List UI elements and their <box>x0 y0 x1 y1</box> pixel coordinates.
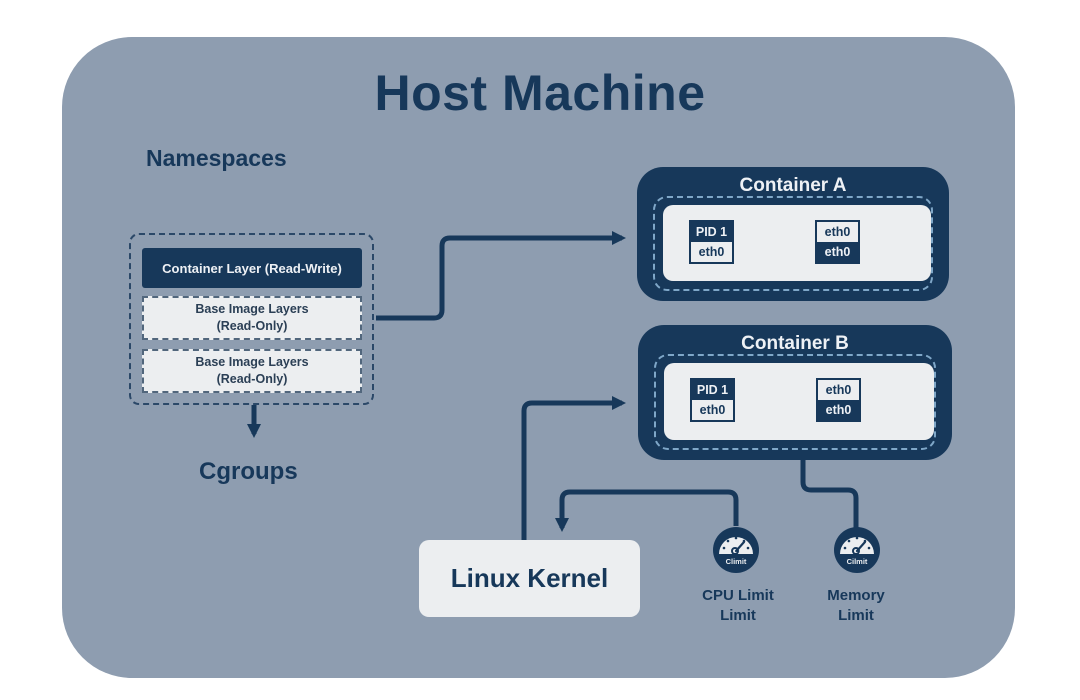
eth-label: eth0 <box>818 400 859 420</box>
namespace-boundary <box>654 354 936 450</box>
eth-label: eth0 <box>817 242 858 262</box>
image-layer-stack <box>129 233 374 405</box>
base-layer-mode: (Read-Only) <box>216 319 288 333</box>
eth-interface-box: eth0 eth0 <box>816 378 861 422</box>
pid-label: PID 1 <box>691 222 732 242</box>
diagram-title: Host Machine <box>374 65 706 121</box>
cgroups-label: Cgroups <box>199 458 298 485</box>
cpu-gauge-icon: Climit <box>713 527 759 573</box>
pid-label: PID 1 <box>692 380 733 400</box>
line-container-b-to-memory <box>800 460 859 528</box>
arrow-cpu-to-kernel <box>555 489 739 532</box>
container-a: Container A PID 1 eth0 eth0 eth0 <box>637 167 949 301</box>
base-image-layer: Base Image Layers (Read-Only) <box>142 296 362 340</box>
cpu-gauge-dial-text: Climit <box>726 557 747 566</box>
base-layer-mode: (Read-Only) <box>216 372 288 386</box>
pid-interface-box: PID 1 eth0 <box>690 378 735 422</box>
arrow-layers-to-container-a <box>376 231 626 321</box>
base-image-layer: Base Image Layers (Read-Only) <box>142 349 362 393</box>
namespaces-label: Namespaces <box>146 145 287 171</box>
eth-interface-box: eth0 eth0 <box>815 220 860 264</box>
cpu-limit-label: CPU Limit Limit <box>683 586 793 626</box>
gauge-label-line: CPU Limit <box>702 587 774 604</box>
eth-label: eth0 <box>692 400 733 420</box>
namespace-boundary <box>653 196 933 291</box>
gauge-label-line: Limit <box>720 607 756 624</box>
eth-label: eth0 <box>817 222 858 242</box>
container-b: Container B PID 1 eth0 eth0 eth0 <box>638 325 952 460</box>
memory-gauge-dial-text: Cilmit <box>847 557 868 566</box>
base-layer-title: Base Image Layers <box>195 302 309 316</box>
gauge-label-line: Limit <box>838 607 874 624</box>
pid-interface-box: PID 1 eth0 <box>689 220 734 264</box>
container-title: Container B <box>741 333 849 354</box>
base-layer-title: Base Image Layers <box>195 355 309 369</box>
memory-limit-label: Memory Limit <box>801 586 911 626</box>
eth-label: eth0 <box>691 242 732 262</box>
gauge-label-line: Memory <box>827 587 885 604</box>
memory-gauge-icon: Cilmit <box>834 527 880 573</box>
container-layer-label: Container Layer (Read-Write) <box>162 260 342 276</box>
linux-kernel-label: Linux Kernel <box>450 563 609 593</box>
container-title: Container A <box>739 175 847 196</box>
container-layer-read-write: Container Layer (Read-Write) <box>142 248 362 288</box>
eth-label: eth0 <box>818 380 859 400</box>
arrow-kernel-to-container-b <box>521 396 626 540</box>
linux-kernel-box: Linux Kernel <box>419 540 640 617</box>
